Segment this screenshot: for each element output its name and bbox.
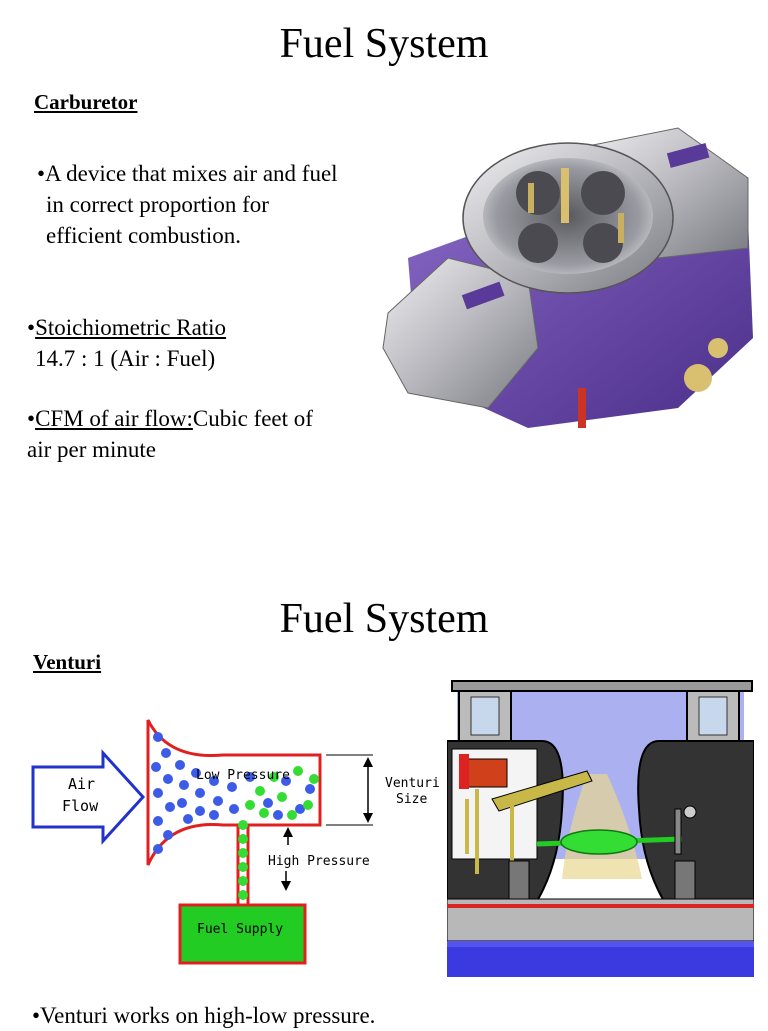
slide-title: Fuel System bbox=[279, 21, 489, 67]
section-heading: Venturi bbox=[33, 650, 102, 674]
cfm-text: Cubic feet of bbox=[192, 406, 313, 431]
venturi-diagram: Air Flow Low Pressure High Pressure Fuel… bbox=[31, 719, 440, 965]
ratio-bullet: •Stoichiometric Ratio bbox=[27, 312, 226, 343]
fuel-tank bbox=[178, 903, 307, 965]
air-flow-arrow bbox=[31, 749, 146, 845]
venturi-size-label-2: Size bbox=[396, 792, 427, 807]
slide-venturi: Fuel System Venturi bbox=[0, 575, 768, 1028]
fuel-supply-label: Fuel Supply bbox=[197, 922, 283, 937]
bullet-glyph: • bbox=[27, 315, 36, 340]
bottom-bullet: •Venturi works on high-low pressure. bbox=[32, 1003, 376, 1028]
venturi-size-label-1: Venturi bbox=[385, 776, 440, 791]
slide-carburetor: Fuel System Carburetor •A device that mi… bbox=[27, 21, 753, 462]
ratio-label: Stoichiometric Ratio bbox=[35, 315, 227, 340]
carburetor-photo bbox=[382, 127, 753, 428]
section-heading: Carburetor bbox=[34, 90, 138, 114]
high-pressure-arrow-down bbox=[281, 881, 291, 891]
definition-line-2: in correct proportion for bbox=[46, 192, 269, 217]
fuel-tube bbox=[236, 865, 250, 905]
cfm-label: CFM of air flow: bbox=[35, 406, 193, 431]
ratio-value: 14.7 : 1 (Air : Fuel) bbox=[35, 346, 216, 371]
air-flow-label-2: Flow bbox=[62, 797, 99, 815]
carburetor-cutaway bbox=[447, 679, 754, 977]
high-pressure-arrow-up bbox=[283, 827, 293, 837]
cfm-bullet: •CFM of air flow:Cubic feet of bbox=[27, 403, 313, 434]
bullet-glyph: • bbox=[27, 406, 36, 431]
venturi-tube bbox=[146, 719, 322, 867]
air-flow-label-1: Air bbox=[68, 775, 95, 793]
air-particles bbox=[151, 732, 315, 854]
cfm-text-line-2: air per minute bbox=[27, 437, 157, 462]
high-pressure-label: High Pressure bbox=[268, 854, 370, 869]
definition-line-3: efficient combustion. bbox=[46, 223, 242, 248]
slide-title: Fuel System bbox=[279, 596, 489, 642]
fuel-particles bbox=[238, 766, 319, 900]
definition-line-1: •A device that mixes air and fuel bbox=[37, 161, 338, 186]
low-pressure-label: Low Pressure bbox=[196, 768, 290, 783]
